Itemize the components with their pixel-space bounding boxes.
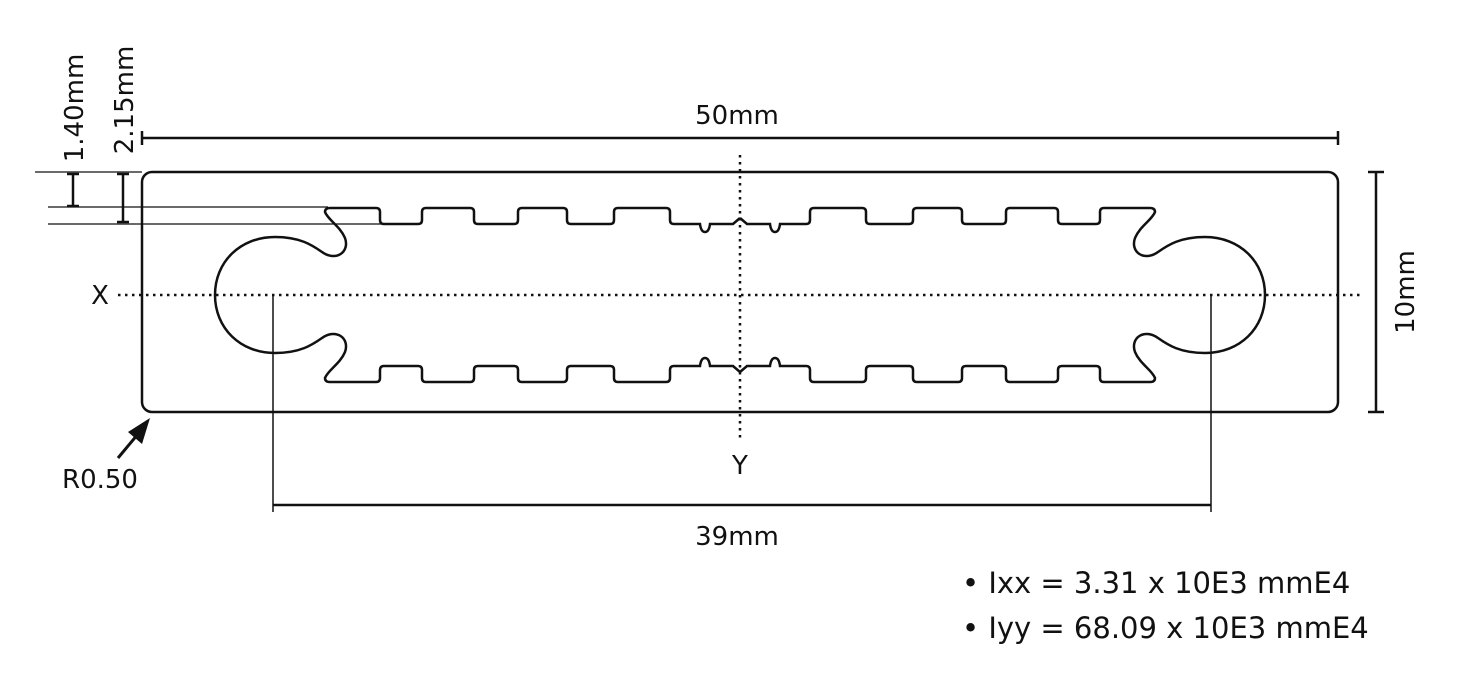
corner-radius-label: R0.50 [62, 465, 138, 495]
height-label: 10mm [1391, 250, 1421, 334]
outer-profile [140, 170, 1340, 414]
width-label: 50mm [695, 101, 779, 131]
wall-thickness-dimensions [35, 171, 384, 225]
x-axis-label: X [91, 281, 109, 311]
radius-arrow-icon [116, 418, 150, 459]
top-wall-label: 1.40mm [60, 54, 90, 163]
top-wall-teeth-label: 2.15mm [110, 46, 140, 155]
axis-span-dimension [272, 295, 1212, 512]
width-dimension [140, 131, 1340, 145]
iyy-property: • Iyy = 68.09 x 10E3 mmE4 [962, 611, 1369, 645]
ixx-property: • Ixx = 3.31 x 10E3 mmE4 [962, 566, 1350, 600]
height-dimension [1368, 170, 1384, 414]
y-axis-label: Y [731, 451, 748, 481]
axis-span-label: 39mm [695, 522, 779, 552]
